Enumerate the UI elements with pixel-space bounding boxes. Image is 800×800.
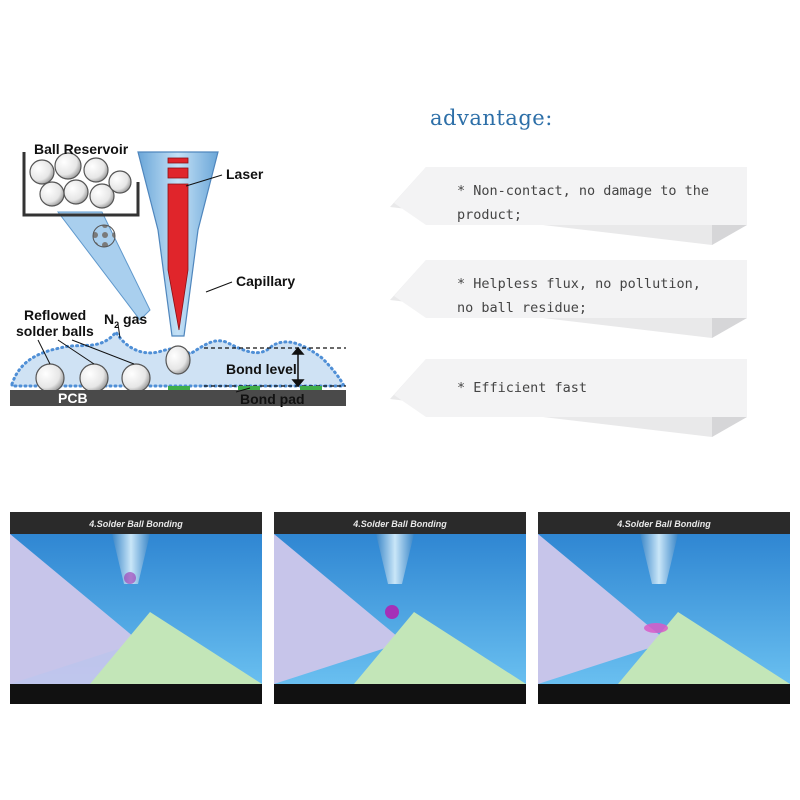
video-frame-3: 4.Solder Ball Bonding (538, 512, 790, 704)
label-ball-reservoir: Ball Reservoir (34, 141, 129, 157)
label-solder-balls: solder balls (16, 323, 94, 339)
laser-beam (167, 157, 189, 331)
advantage-text-2: * Helpless flux, no pollution, no ball r… (457, 276, 701, 316)
solder-ball-1 (124, 572, 136, 584)
bond-level-lines (204, 347, 346, 387)
label-reflowed: Reflowed (24, 307, 86, 323)
reservoir-box (22, 152, 140, 217)
bond-level-arrow (291, 346, 305, 388)
feed-tube (56, 211, 151, 321)
feeding-ball (92, 224, 116, 248)
frame-title-2: 4.Solder Ball Bonding (353, 519, 447, 529)
frame-scene (274, 512, 526, 704)
advantage-text-3: * Efficient fast (457, 380, 588, 396)
reflowed-balls (35, 363, 151, 393)
frame-scene (10, 512, 262, 704)
callout-lines (37, 174, 251, 393)
pcb-board (10, 390, 346, 406)
advantage-text-1: * Non-contact, no damage to the product; (457, 183, 709, 223)
label-capillary: Capillary (236, 273, 295, 289)
frame-scene (538, 512, 790, 704)
advantage-title: advantage: (430, 106, 553, 130)
advantage-banner-3: * Efficient fast (390, 357, 750, 442)
label-n2-gas: N2 gas (104, 311, 147, 330)
laser-ball-bonding-diagram: Ball Reservoir Laser Capillary Reflowed … (10, 141, 347, 407)
molten-ball (165, 345, 191, 375)
banner-shape (390, 260, 747, 338)
advantage-banner-2: * Helpless flux, no pollution, no ball r… (390, 258, 750, 343)
label-bond-pad: Bond pad (240, 391, 305, 407)
label-bond-level: Bond level (226, 361, 297, 377)
reservoir-balls (29, 152, 132, 209)
advantage-banner-1: * Non-contact, no damage to the product; (390, 165, 750, 250)
label-laser: Laser (226, 166, 264, 182)
frame-title-1: 4.Solder Ball Bonding (89, 519, 183, 529)
solder-ball-3 (644, 623, 668, 633)
label-pcb: PCB (58, 390, 88, 406)
video-frame-2: 4.Solder Ball Bonding (274, 512, 526, 704)
video-frame-1: 4.Solder Ball Bonding (10, 512, 262, 704)
banner-shape (390, 167, 747, 245)
banner-shape (390, 359, 747, 437)
solder-ball-2 (385, 605, 399, 619)
frame-title-3: 4.Solder Ball Bonding (617, 519, 711, 529)
